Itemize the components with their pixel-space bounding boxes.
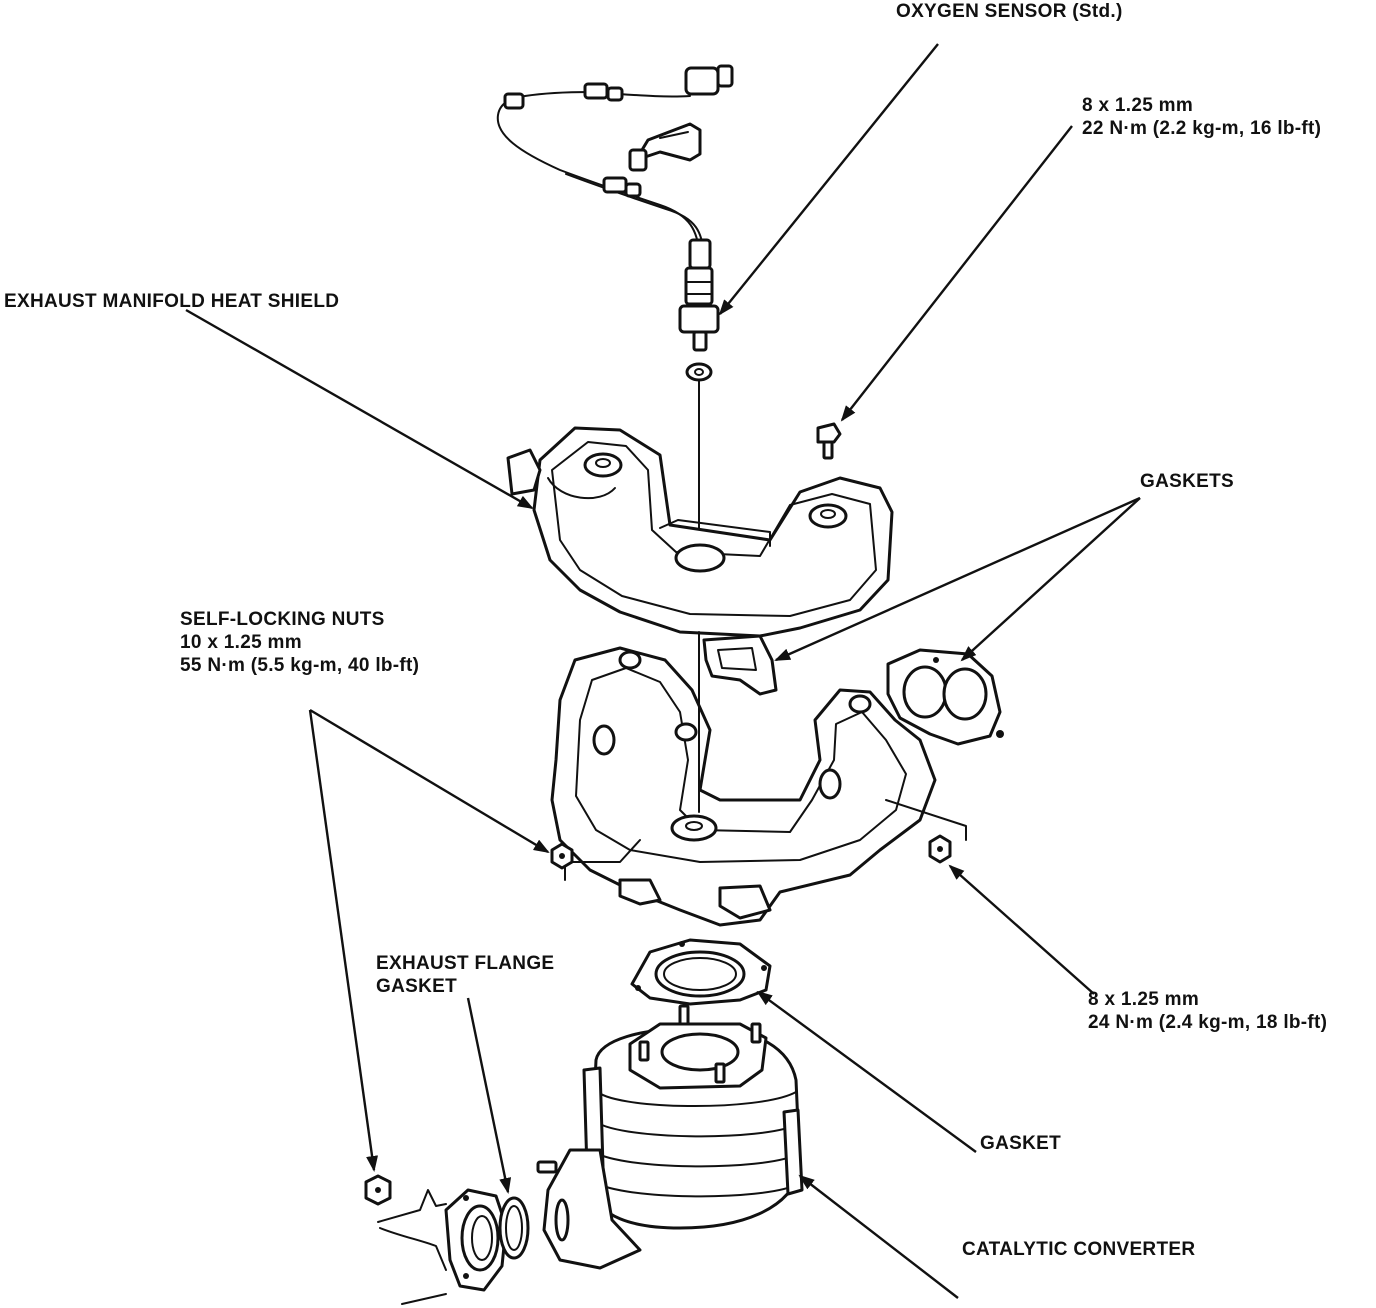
label-sensor-bolt-size: 8 x 1.25 mm — [1082, 95, 1194, 116]
leader-nut-lower — [308, 709, 379, 1172]
label-flange-gasket-line2: GASKET — [376, 976, 457, 997]
sealing-washer — [685, 362, 713, 382]
leader-nut-manifold — [309, 708, 550, 854]
gasket-right — [886, 648, 1004, 746]
label-nuts-torque: 55 N·m (5.5 kg-m, 40 lb-ft) — [180, 655, 420, 676]
label-manifold-nut-torque: 24 N·m (2.4 kg-m, 18 lb-ft) — [1088, 1012, 1328, 1033]
label-gasket: GASKET — [980, 1133, 1061, 1154]
sensor-wire-clip — [628, 122, 702, 172]
label-sensor-bolt-torque: 22 N·m (2.2 kg-m, 16 lb-ft) — [1082, 118, 1322, 139]
label-self-locking-nuts: SELF-LOCKING NUTS 10 x 1.25 mm 55 N·m (5… — [180, 608, 419, 677]
leader-flange-gasket — [466, 997, 512, 1194]
leader-oxygen-sensor — [718, 43, 939, 316]
self-locking-nut-lower — [364, 1174, 392, 1206]
gasket-upper — [702, 634, 778, 696]
leader-sensor-bolt — [840, 125, 1073, 422]
label-gaskets: GASKETS — [1140, 471, 1234, 492]
label-manifold-nut: 8 x 1.25 mm 24 N·m (2.4 kg-m, 18 lb-ft) — [1088, 988, 1327, 1034]
leader-catalytic-converter — [798, 1174, 959, 1299]
exhaust-pipe-flange — [377, 1188, 508, 1305]
label-catalytic-converter: CATALYTIC CONVERTER — [962, 1239, 1196, 1260]
oxygen-sensor — [496, 64, 734, 352]
label-manifold-nut-size: 8 x 1.25 mm — [1088, 989, 1200, 1010]
heat-shield-bolt — [816, 422, 842, 460]
label-oxygen-sensor: OXYGEN SENSOR (Std.) — [896, 1, 1123, 22]
label-heat-shield: EXHAUST MANIFOLD HEAT SHIELD — [4, 291, 340, 312]
label-nuts-size: 10 x 1.25 mm — [180, 632, 302, 653]
label-nuts-title: SELF-LOCKING NUTS — [180, 609, 385, 630]
converter-gasket — [630, 938, 772, 1006]
label-sensor-bolt: 8 x 1.25 mm 22 N·m (2.2 kg-m, 16 lb-ft) — [1082, 94, 1321, 140]
leader-gasket-right — [960, 497, 1141, 662]
label-exhaust-flange-gasket: EXHAUST FLANGE GASKET — [376, 952, 554, 998]
leader-manifold-nut — [948, 864, 1095, 995]
exhaust-flange-gasket — [498, 1196, 530, 1260]
leader-gasket-upper — [774, 496, 1141, 662]
self-locking-nut-left — [550, 842, 574, 870]
manifold-nut-right — [928, 834, 952, 864]
heat-shield — [506, 426, 894, 638]
label-flange-gasket-line1: EXHAUST FLANGE — [376, 953, 555, 974]
leader-converter-gasket — [756, 990, 977, 1153]
catalytic-converter — [536, 1004, 804, 1270]
exhaust-manifold — [550, 631, 967, 927]
leader-heat-shield — [185, 308, 534, 510]
